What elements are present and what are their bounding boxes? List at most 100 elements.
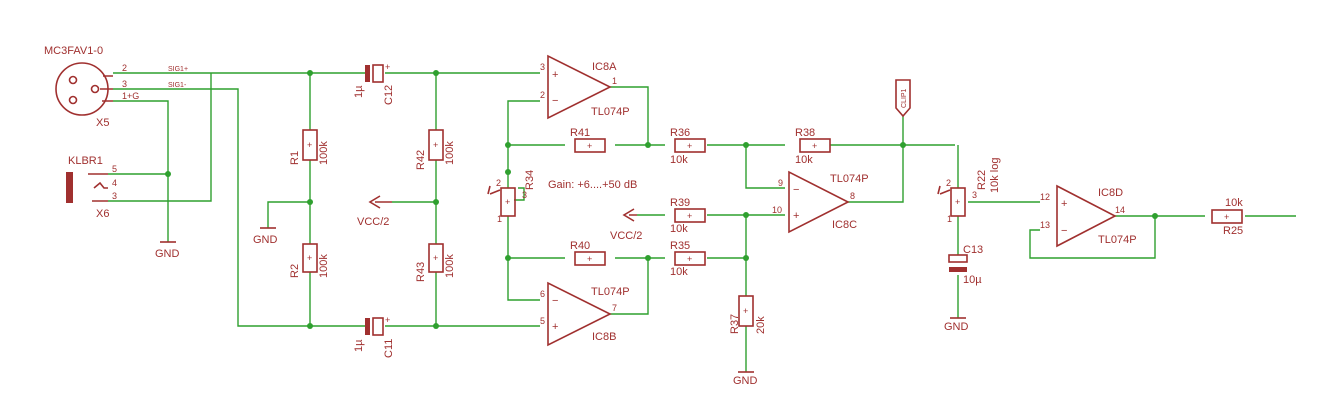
vcc2-label: VCC/2 bbox=[610, 230, 642, 242]
r37-ref: R37 bbox=[729, 314, 741, 334]
ic8d-pin-13: 13 bbox=[1040, 220, 1050, 230]
ic8a-ref: IC8A bbox=[592, 61, 617, 73]
ic8c-pin-10: 10 bbox=[772, 205, 782, 215]
r1-value: 100k bbox=[318, 141, 330, 165]
r35-value: 10k bbox=[670, 266, 688, 278]
svg-text:+: + bbox=[552, 69, 558, 81]
potentiometer-r22: + 2 3 1 R22 10k log bbox=[937, 158, 1001, 224]
r37-value: 20k bbox=[755, 316, 767, 334]
svg-text:−: − bbox=[793, 184, 799, 196]
svg-text:+: + bbox=[385, 62, 390, 72]
ic8a-pin-2: 2 bbox=[540, 90, 545, 100]
ic8d-ref: IC8D bbox=[1098, 187, 1123, 199]
svg-text:+: + bbox=[743, 306, 748, 316]
c13-value: 10µ bbox=[963, 274, 982, 286]
svg-text:+: + bbox=[687, 254, 692, 264]
svg-text:+: + bbox=[687, 141, 692, 151]
ic8a-pin-1: 1 bbox=[612, 76, 617, 86]
svg-text:+: + bbox=[793, 210, 799, 222]
ic8c-pin-8: 8 bbox=[850, 191, 855, 201]
r2-ref: R2 bbox=[289, 264, 301, 278]
r42-ref: R42 bbox=[415, 150, 427, 170]
r34-pin-3: 3 bbox=[522, 190, 527, 200]
jack-name: KLBR1 bbox=[68, 155, 103, 167]
resistor-r37: + R37 20k bbox=[729, 295, 767, 334]
jack-pin-5: 5 bbox=[112, 164, 117, 174]
resistor-r43: + R43 100k bbox=[415, 243, 456, 282]
ic8b-type: TL074P bbox=[591, 286, 630, 298]
ic8c-pin-9: 9 bbox=[778, 178, 783, 188]
r36-value: 10k bbox=[670, 154, 688, 166]
r22-ref: R22 bbox=[976, 170, 988, 190]
xlr-pin-1g: 1+G bbox=[122, 91, 139, 101]
r22-pin-2: 2 bbox=[946, 178, 951, 188]
ic8a-pin-3: 3 bbox=[540, 62, 545, 72]
ic8b-pin-6: 6 bbox=[540, 289, 545, 299]
svg-text:+: + bbox=[433, 140, 438, 150]
potentiometer-r34: + 2 3 1 R34 Gain: +6....+50 dB bbox=[487, 170, 637, 224]
c12-ref: C12 bbox=[383, 85, 395, 105]
jack-pin-3: 3 bbox=[112, 191, 117, 201]
jack-connector-x6: KLBR1 X6 5 4 3 bbox=[66, 155, 117, 220]
c13-ref: C13 bbox=[963, 244, 983, 256]
ic8c-type: TL074P bbox=[830, 173, 869, 185]
svg-text:+: + bbox=[812, 141, 817, 151]
gnd-symbol-r1: GND bbox=[253, 227, 278, 246]
r22-value: 10k log bbox=[989, 158, 1001, 193]
gnd-label: GND bbox=[253, 234, 278, 246]
xlr-name: MC3FAV1-0 bbox=[44, 45, 103, 57]
svg-text:+: + bbox=[433, 253, 438, 263]
svg-text:−: − bbox=[1061, 225, 1067, 237]
r22-pin-1: 1 bbox=[947, 214, 952, 224]
svg-text:+: + bbox=[587, 254, 592, 264]
r43-ref: R43 bbox=[415, 262, 427, 282]
r25-value: 10k bbox=[1225, 197, 1243, 209]
ic8b-pin-5: 5 bbox=[540, 316, 545, 326]
r34-pin-2: 2 bbox=[496, 178, 501, 188]
gnd-symbol-x5: GND bbox=[155, 241, 180, 260]
opamp-ic8c: − + 9 10 8 IC8C TL074P bbox=[772, 170, 869, 234]
r35-ref: R35 bbox=[670, 240, 690, 252]
svg-text:+: + bbox=[552, 321, 558, 333]
ic8d-pin-12: 12 bbox=[1040, 192, 1050, 202]
ic8d-type: TL074P bbox=[1098, 234, 1137, 246]
svg-text:−: − bbox=[552, 95, 558, 107]
r1-ref: R1 bbox=[289, 151, 301, 165]
resistor-r2: + R2 100k bbox=[289, 243, 330, 278]
ic8d-pin-14: 14 bbox=[1115, 205, 1125, 215]
r42-value: 100k bbox=[444, 141, 456, 165]
svg-text:+: + bbox=[1224, 212, 1229, 222]
opamp-ic8d: + − 12 13 14 IC8D TL074P bbox=[1040, 184, 1137, 248]
svg-text:+: + bbox=[307, 253, 312, 263]
r43-value: 100k bbox=[444, 254, 456, 278]
resistor-r1: + R1 100k bbox=[289, 129, 330, 165]
r25-ref: R25 bbox=[1223, 225, 1243, 237]
c12-value: 1µ bbox=[353, 85, 365, 98]
resistor-r39: + R39 10k bbox=[670, 197, 706, 235]
svg-text:+: + bbox=[385, 315, 390, 325]
gnd-symbol-r37: GND bbox=[733, 371, 758, 387]
junctions bbox=[165, 70, 1158, 329]
svg-text:+: + bbox=[587, 141, 592, 151]
clip-label: CLIP1 bbox=[901, 88, 908, 108]
svg-text:+: + bbox=[687, 211, 692, 221]
xlr-pin-3: 3 bbox=[122, 79, 127, 89]
clip-net-label: CLIP1 bbox=[895, 79, 911, 118]
capacitor-c11: + 1µ C11 bbox=[353, 315, 395, 358]
jack-ref: X6 bbox=[96, 208, 109, 220]
r36-ref: R36 bbox=[670, 127, 690, 139]
capacitor-c13: C13 10µ bbox=[948, 244, 983, 286]
resistor-r25: + 10k R25 bbox=[1211, 197, 1243, 237]
resistor-r38: + R38 10k bbox=[795, 127, 831, 166]
c11-value: 1µ bbox=[353, 339, 365, 352]
r38-ref: R38 bbox=[795, 127, 815, 139]
gnd-label: GND bbox=[155, 248, 180, 260]
r39-value: 10k bbox=[670, 223, 688, 235]
svg-text:+: + bbox=[955, 197, 960, 207]
gnd-symbol-c13: GND bbox=[944, 317, 969, 333]
xlr-connector-x5: MC3FAV1-0 X5 2 3 1+G SIG1+ SIG1- bbox=[44, 45, 188, 129]
net-sig1-plus: SIG1+ bbox=[168, 66, 188, 73]
ic8a-type: TL074P bbox=[591, 106, 630, 118]
resistor-r35: + R35 10k bbox=[670, 240, 706, 278]
